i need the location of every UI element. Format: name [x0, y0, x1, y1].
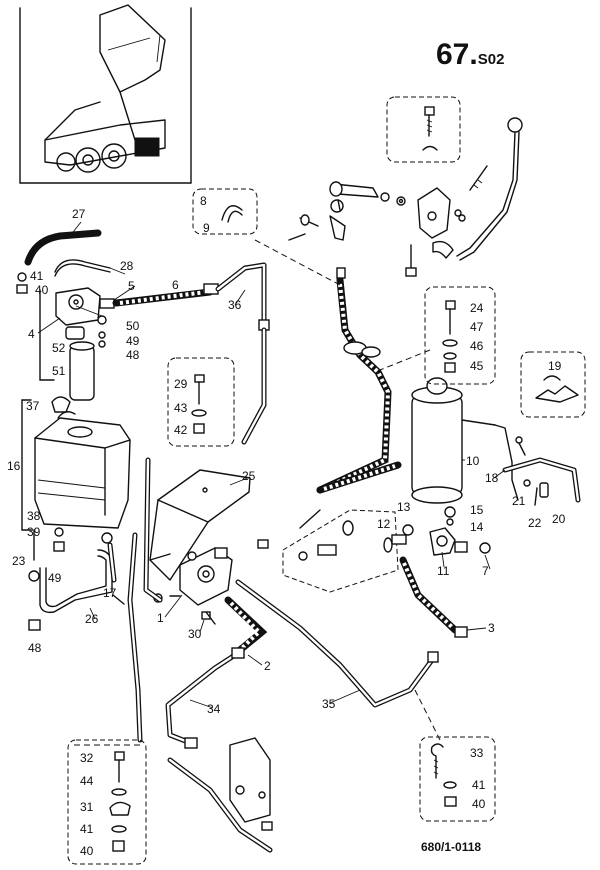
long-pipe: [235, 509, 441, 741]
lever-bracket-assembly: [288, 96, 523, 277]
tank-strap: [28, 529, 125, 631]
callout-34: 34: [207, 702, 221, 716]
callout-42: 42: [174, 423, 188, 437]
callout-1: 1: [157, 611, 164, 625]
callout-12: 12: [377, 517, 391, 531]
callout-11: 11: [437, 564, 450, 578]
page-number-suffix: S02: [477, 51, 505, 68]
callout-18: 18: [485, 471, 499, 485]
hook-bolt-detail: [419, 736, 496, 822]
callout-37: 37: [26, 399, 40, 413]
control-hose: [254, 239, 431, 494]
callout-50: 50: [126, 319, 140, 333]
callout-25: 25: [242, 469, 256, 483]
mounting-plate: [149, 469, 251, 581]
callout-41-c: 41: [472, 778, 486, 792]
callout-3: 3: [488, 621, 495, 635]
leader-lines: [37, 221, 506, 709]
callout-30: 30: [188, 627, 202, 641]
callout-2: 2: [264, 659, 271, 673]
tipper-truck-inset: [19, 4, 192, 184]
callout-28: 28: [120, 259, 134, 273]
callout-8: 8: [200, 194, 207, 208]
page-number-main: 67.: [436, 38, 478, 71]
screw-detail: [167, 357, 235, 447]
pump-assembly: [153, 547, 233, 625]
suction-hose: [107, 457, 163, 743]
callout-49-b: 49: [48, 571, 62, 585]
callout-38: 38: [27, 509, 41, 523]
callout-16: 16: [7, 459, 21, 473]
callout-33: 33: [470, 746, 484, 760]
callout-17: 17: [103, 586, 117, 600]
fitting-group-box: [282, 509, 399, 593]
callout-23: 23: [12, 554, 26, 568]
pipe-bracket: [70, 737, 273, 831]
callout-20: 20: [552, 512, 566, 526]
callout-52: 52: [52, 341, 66, 355]
callout-51: 51: [52, 364, 66, 378]
drawing-reference: 680/1-0118: [421, 840, 482, 854]
callout-49-a: 49: [126, 334, 140, 348]
callout-5: 5: [128, 279, 135, 293]
callout-15: 15: [470, 503, 484, 517]
callout-48-b: 48: [28, 641, 42, 655]
page-number: 67.S02: [436, 38, 504, 72]
callout-36: 36: [228, 298, 242, 312]
callout-labels: 1 2 3 4 5 6 7 8 9 10 11 12 13 14 15 16 1…: [7, 194, 566, 858]
callout-6: 6: [172, 278, 179, 292]
elbow-fittings: [383, 506, 491, 556]
callout-40-a: 40: [35, 283, 49, 297]
callout-31: 31: [80, 800, 94, 814]
callout-4: 4: [28, 327, 35, 341]
callout-26: 26: [85, 612, 99, 626]
callout-21: 21: [512, 494, 526, 508]
clip-detail: [520, 351, 586, 418]
callout-19: 19: [548, 359, 562, 373]
callout-47: 47: [470, 320, 484, 334]
callout-45: 45: [470, 359, 484, 373]
callout-41-b: 41: [80, 822, 94, 836]
callout-40-c: 40: [472, 797, 486, 811]
callout-44: 44: [80, 774, 94, 788]
bolt-stack-detail: [424, 286, 496, 385]
bracket-detail-lower-left: [67, 739, 147, 865]
hose-clamp-detail: [192, 188, 258, 235]
callout-13: 13: [397, 500, 411, 514]
callout-46: 46: [470, 339, 484, 353]
callout-22: 22: [528, 516, 542, 530]
pressure-hose: [391, 524, 468, 638]
callout-24: 24: [470, 301, 484, 315]
callout-14: 14: [470, 520, 484, 534]
callout-9: 9: [203, 221, 210, 235]
callout-43: 43: [174, 401, 188, 415]
valve-block-group: [16, 229, 270, 445]
callout-40-b: 40: [80, 844, 94, 858]
callout-27: 27: [72, 207, 86, 221]
tipping-cylinder: [411, 377, 581, 506]
callout-29: 29: [174, 377, 188, 391]
callout-41-a: 41: [30, 269, 44, 283]
callout-32: 32: [80, 751, 94, 765]
callout-10: 10: [466, 454, 480, 468]
oil-tank: [21, 396, 131, 552]
callout-48-a: 48: [126, 348, 140, 362]
callout-35: 35: [322, 697, 336, 711]
return-line: [165, 596, 273, 853]
callout-7: 7: [482, 564, 489, 578]
callout-39: 39: [27, 525, 41, 539]
